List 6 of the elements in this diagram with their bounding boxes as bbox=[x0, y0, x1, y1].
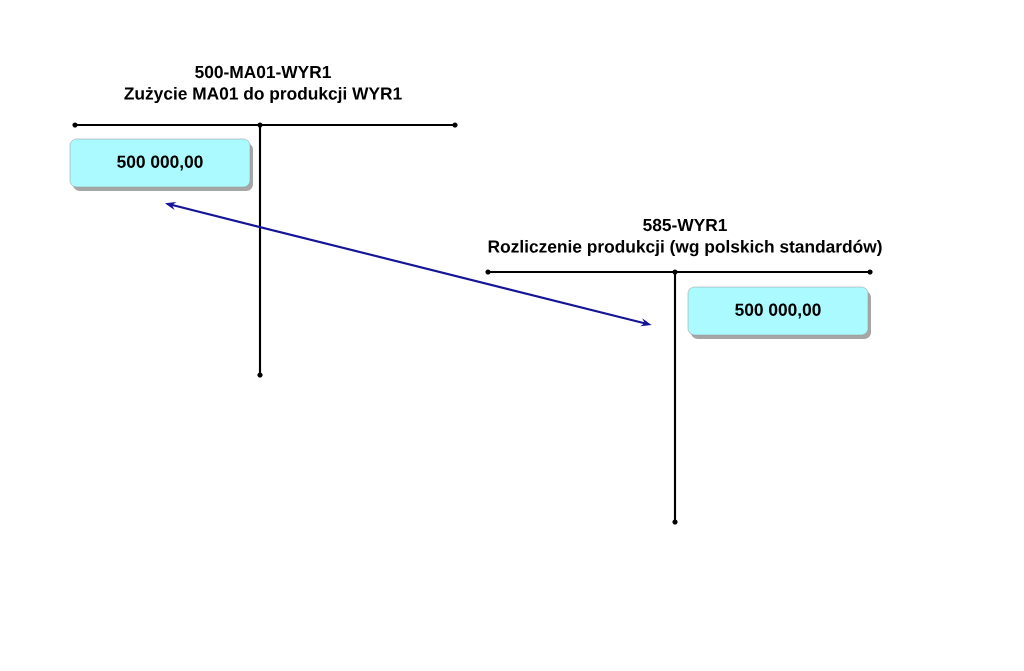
account-title: 585-WYR1 bbox=[643, 218, 727, 232]
account-title: Rozliczenie produkcji (wg polskich standardów) bbox=[488, 239, 882, 257]
account-title: Zużycie MA01 do produkcji WYR1 bbox=[124, 86, 402, 104]
amount-box: 500 000,00 bbox=[687, 286, 871, 339]
account-title: 500-MA01-WYR1 bbox=[195, 65, 331, 79]
amount-box: 500 000,00 bbox=[69, 138, 253, 191]
